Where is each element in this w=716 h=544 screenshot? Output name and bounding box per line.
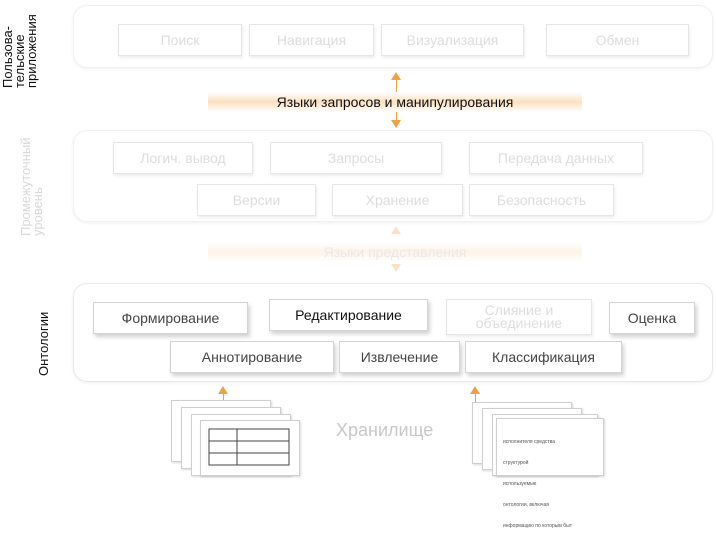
up-arrow-icon <box>218 386 228 394</box>
data-transfer-box[interactable]: Передача данных <box>469 142 643 174</box>
forming-box[interactable]: Формирование <box>93 302 248 334</box>
table-grid-icon <box>208 428 290 466</box>
down-arrow-icon <box>391 120 401 128</box>
security-box[interactable]: Безопасность <box>469 184 614 216</box>
exchange-box[interactable]: Обмен <box>546 24 689 56</box>
table-document-icon <box>200 420 300 476</box>
versions-box[interactable]: Версии <box>197 184 316 216</box>
storage-label: Хранилище <box>336 420 434 440</box>
up-arrow-icon <box>391 226 401 234</box>
evaluation-box[interactable]: Оценка <box>609 302 695 334</box>
query-language-band: Языки запросов и манипулирования <box>208 92 582 112</box>
editing-box[interactable]: Редактирование <box>269 299 428 331</box>
visualization-box[interactable]: Визуализация <box>381 24 524 56</box>
connector-line <box>396 112 397 121</box>
up-arrow-icon <box>391 72 401 80</box>
document-text: исполнителя средства структурой использу… <box>503 439 572 529</box>
up-arrow-icon <box>470 386 480 394</box>
down-arrow-icon <box>391 264 401 272</box>
search-box[interactable]: Поиск <box>118 24 242 56</box>
navigation-box[interactable]: Навигация <box>249 24 374 56</box>
connector-line <box>396 80 397 92</box>
annotation-box[interactable]: Аннотирование <box>170 341 334 373</box>
classification-box[interactable]: Классификация <box>465 341 622 373</box>
text-document-icon: исполнителя средства структурой использу… <box>496 418 604 529</box>
extraction-box[interactable]: Извлечение <box>339 341 460 373</box>
storage-box[interactable]: Хранение <box>332 184 463 216</box>
inference-box[interactable]: Логич. вывод <box>113 142 253 174</box>
merging-box[interactable]: Слияние и объединение <box>446 299 592 335</box>
queries-box[interactable]: Запросы <box>270 142 442 174</box>
representation-language-band: Языки представления <box>208 242 582 262</box>
